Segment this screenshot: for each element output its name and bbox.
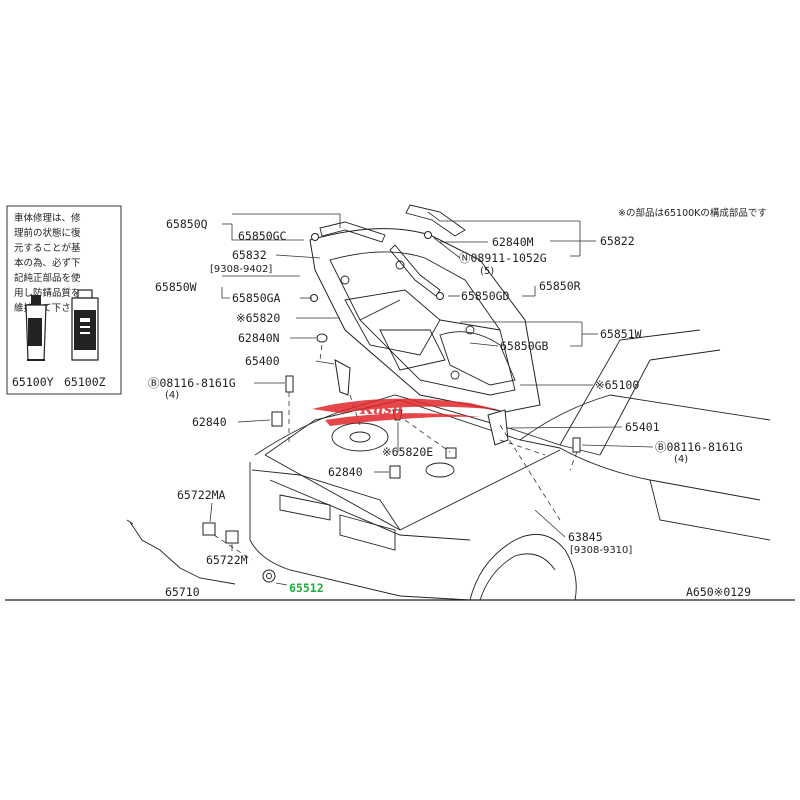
note-line-3: 元することが基 bbox=[14, 242, 81, 254]
spray-can-icon bbox=[71, 289, 99, 361]
label-62840-a: 62840 bbox=[192, 415, 227, 429]
label-65820: ※65820 bbox=[236, 311, 280, 325]
label-bolt-08116-left: Ⓑ08116-8161G bbox=[148, 376, 236, 390]
label-65722MA: 65722MA bbox=[177, 488, 226, 502]
label-65850R: 65850R bbox=[539, 279, 581, 293]
label-65851W: 65851W bbox=[600, 327, 642, 341]
label-65100Y: 65100Y bbox=[12, 375, 54, 389]
note-line-1: 車体修理は、修 bbox=[14, 212, 81, 224]
label-65100Z: 65100Z bbox=[64, 375, 106, 389]
label-65401: 65401 bbox=[625, 420, 660, 434]
label-bolt-08116-right: Ⓑ08116-8161G bbox=[655, 440, 743, 454]
label-65512-highlighted: 65512 bbox=[289, 581, 324, 595]
label-63845-range: [9308-9310] bbox=[570, 545, 632, 556]
component-notice: ※の部品は65100Kの構成部品です bbox=[618, 207, 767, 219]
label-bolt-right-qty: (4) bbox=[674, 454, 688, 465]
label-65850W: 65850W bbox=[155, 280, 197, 294]
label-63845: 63845 bbox=[568, 530, 603, 544]
label-65722M: 65722M bbox=[206, 553, 248, 567]
label-65400: 65400 bbox=[245, 354, 280, 368]
sealant-tube-icon bbox=[25, 295, 47, 361]
note-line-2: 理前の状態に復 bbox=[14, 227, 81, 239]
label-65850GD: 65850GD bbox=[461, 289, 510, 303]
label-65850Q: 65850Q bbox=[166, 217, 208, 231]
label-65850GA: 65850GA bbox=[232, 291, 281, 305]
label-nut-08911: Ⓝ08911-1052G bbox=[459, 251, 547, 265]
note-line-7: 維持して下さい bbox=[14, 302, 80, 314]
label-65850GB: 65850GB bbox=[500, 339, 549, 353]
label-65822: 65822 bbox=[600, 234, 635, 248]
label-bolt-left-qty: (4) bbox=[165, 390, 179, 401]
car-body-drawing bbox=[249, 329, 771, 601]
part-labels: 65850Q 65850GC 65832 [9308-9402] 65850W … bbox=[148, 217, 751, 599]
label-62840M: 62840M bbox=[492, 235, 534, 249]
repair-note-box: 車体修理は、修 理前の状態に復 元することが基 本の為、必ず下 記純正部品を使 … bbox=[6, 205, 122, 395]
watermark-logo: Kusu bbox=[312, 398, 500, 426]
reference-code: A650※0129 bbox=[686, 585, 751, 599]
label-65850GC: 65850GC bbox=[238, 229, 287, 243]
note-line-5: 記純正部品を使 bbox=[14, 272, 81, 284]
label-62840-b: 62840 bbox=[328, 465, 363, 479]
hood-panel-drawing bbox=[309, 204, 541, 413]
label-65832: 65832 bbox=[232, 248, 267, 262]
label-65710: 65710 bbox=[165, 585, 200, 599]
label-62840N: 62840N bbox=[238, 331, 280, 345]
label-65820E: ※65820E bbox=[382, 445, 433, 459]
small-parts bbox=[126, 231, 581, 585]
note-line-6: 用し防錆品質を bbox=[14, 287, 81, 299]
label-65832-range: [9308-9402] bbox=[210, 264, 272, 275]
label-nut-qty: (5) bbox=[480, 266, 494, 277]
label-65100: ※65100 bbox=[595, 378, 639, 392]
leader-lines bbox=[209, 211, 654, 586]
note-line-4: 本の為、必ず下 bbox=[14, 257, 81, 269]
watermark-text: Kusu bbox=[359, 400, 403, 418]
